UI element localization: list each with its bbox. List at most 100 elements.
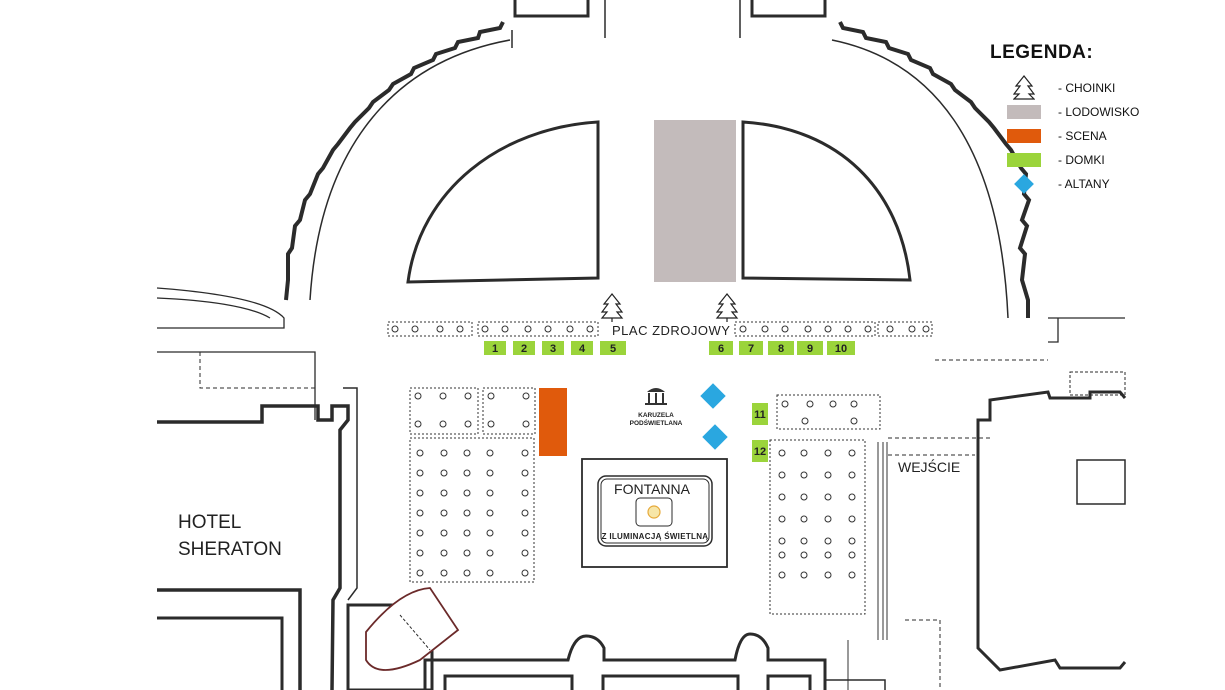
cabin-4: 4 bbox=[571, 341, 593, 355]
hotel-label-2: SHERATON bbox=[178, 539, 282, 560]
tree-icon bbox=[600, 293, 624, 322]
seat-marker bbox=[824, 551, 832, 559]
seat-marker bbox=[778, 493, 786, 501]
hotel-building bbox=[157, 351, 358, 690]
seat-marker bbox=[824, 471, 832, 479]
seat-marker bbox=[521, 529, 529, 537]
seat-marker bbox=[800, 551, 808, 559]
legend: LEGENDA: - CHOINKI - LODOWISKO - SCENA -… bbox=[990, 42, 1190, 196]
cabin-1: 1 bbox=[484, 341, 506, 355]
seat-marker bbox=[440, 509, 448, 517]
seat-marker bbox=[440, 489, 448, 497]
seat-marker bbox=[521, 489, 529, 497]
seat-marker bbox=[521, 469, 529, 477]
seat-marker bbox=[486, 569, 494, 577]
carousel-icon bbox=[645, 388, 667, 405]
seat-marker bbox=[463, 529, 471, 537]
right-seating-grid bbox=[778, 449, 856, 579]
seat-marker bbox=[848, 471, 856, 479]
seat-marker bbox=[778, 571, 786, 579]
stage bbox=[539, 388, 567, 456]
legend-label: - CHOINKI bbox=[1058, 81, 1116, 95]
seat-marker bbox=[800, 571, 808, 579]
fountain bbox=[581, 458, 728, 568]
cabin-number: 1 bbox=[492, 343, 498, 355]
cabin-number: 11 bbox=[754, 409, 766, 421]
cabin-10: 10 bbox=[827, 341, 855, 355]
seat-marker bbox=[778, 551, 786, 559]
seat-marker bbox=[800, 471, 808, 479]
cabin-number: 7 bbox=[748, 343, 754, 355]
seat-marker bbox=[486, 469, 494, 477]
cabin-number: 10 bbox=[835, 343, 847, 355]
left-seating-grid bbox=[416, 449, 529, 577]
round-pavilion bbox=[346, 587, 460, 690]
cabin-number: 3 bbox=[550, 343, 556, 355]
hotel-label-1: HOTEL bbox=[178, 512, 241, 533]
cabin-number: 6 bbox=[718, 343, 724, 355]
altany-swatch bbox=[1014, 174, 1034, 194]
cabin-number: 5 bbox=[610, 343, 616, 355]
seat-marker bbox=[848, 537, 856, 545]
lodowisko-swatch bbox=[1007, 105, 1041, 119]
legend-item-domki: - DOMKI bbox=[990, 148, 1190, 172]
carousel-label-2: PODŚWIETLANA bbox=[630, 418, 683, 427]
seat-marker bbox=[800, 537, 808, 545]
right-walkway bbox=[847, 442, 888, 690]
plac-zdrojowy-label: PLAC ZDROJOWY bbox=[612, 323, 730, 338]
gazebo bbox=[702, 424, 728, 450]
legend-label: - SCENA bbox=[1058, 129, 1107, 143]
seat-marker bbox=[521, 549, 529, 557]
tree-icon bbox=[1013, 75, 1035, 100]
seat-marker bbox=[521, 509, 529, 517]
lightbulb-icon bbox=[647, 505, 661, 519]
cabin-3: 3 bbox=[542, 341, 564, 355]
cabin-number: 2 bbox=[521, 343, 527, 355]
cabin-number: 4 bbox=[579, 343, 586, 355]
legend-label: - DOMKI bbox=[1058, 153, 1105, 167]
right-seating bbox=[769, 394, 881, 615]
seat-marker bbox=[778, 537, 786, 545]
gazebo bbox=[700, 383, 726, 409]
cabin-2: 2 bbox=[513, 341, 535, 355]
bottom-building bbox=[423, 632, 886, 690]
cabin-8: 8 bbox=[768, 341, 794, 355]
seat-marker bbox=[463, 569, 471, 577]
seat-marker bbox=[463, 449, 471, 457]
seat-marker bbox=[416, 529, 424, 537]
seat-marker bbox=[416, 489, 424, 497]
right-building bbox=[888, 317, 1127, 690]
ice-rink bbox=[654, 120, 736, 282]
carousel-label-1: KARUZELA bbox=[638, 412, 674, 419]
seat-marker bbox=[848, 515, 856, 523]
seat-marker bbox=[416, 469, 424, 477]
seat-marker bbox=[800, 449, 808, 457]
seat-marker bbox=[800, 493, 808, 501]
legend-item-scena: - SCENA bbox=[990, 124, 1190, 148]
cabin-6: 6 bbox=[709, 341, 733, 355]
fountain-label: FONTANNA bbox=[614, 481, 691, 497]
fountain-sub-label: Z ILUMINACJĄ ŚWIETLNĄ bbox=[602, 532, 709, 541]
cabin-number: 12 bbox=[754, 446, 766, 458]
seat-marker bbox=[440, 449, 448, 457]
seat-marker bbox=[440, 529, 448, 537]
seat-marker bbox=[521, 569, 529, 577]
seat-marker bbox=[440, 549, 448, 557]
seat-marker bbox=[486, 529, 494, 537]
legend-item-lodowisko: - LODOWISKO bbox=[990, 100, 1190, 124]
cabin-11: 11 bbox=[752, 403, 768, 425]
legend-title: LEGENDA: bbox=[990, 42, 1094, 63]
cabin-number: 8 bbox=[778, 343, 784, 355]
seat-marker bbox=[778, 471, 786, 479]
legend-item-choinki: - CHOINKI bbox=[990, 75, 1190, 100]
domki-swatch bbox=[1007, 153, 1041, 167]
cabin-12: 12 bbox=[752, 440, 768, 462]
legend-label: - LODOWISKO bbox=[1058, 105, 1140, 119]
bench-circles bbox=[391, 325, 930, 333]
seat-marker bbox=[824, 537, 832, 545]
seat-marker bbox=[486, 449, 494, 457]
seat-marker bbox=[824, 449, 832, 457]
seat-marker bbox=[440, 469, 448, 477]
